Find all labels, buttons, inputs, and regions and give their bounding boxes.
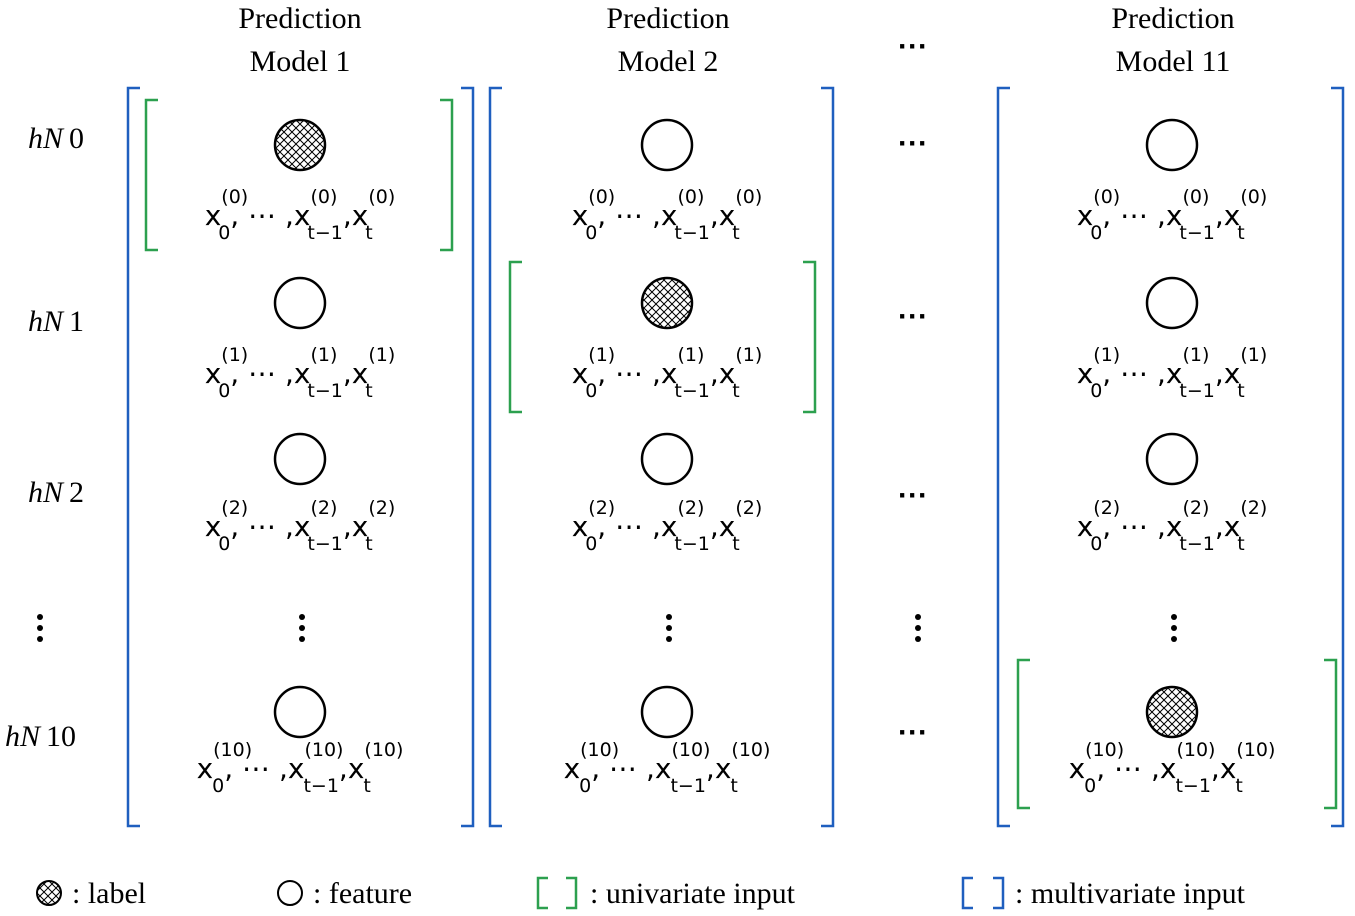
multivariate-bracket bbox=[996, 86, 1345, 828]
row-10: x(10)0, ⋯ ,x(10)t−1,x(10)t bbox=[564, 685, 771, 797]
legend: : label : feature : univariate input : m… bbox=[36, 876, 1246, 910]
feature-expression: x(2)0, ⋯ ,x(2)t−1,x(2)t bbox=[205, 497, 396, 555]
label-node-icon bbox=[1145, 685, 1199, 739]
model-11-title-line2: Model 11 bbox=[1116, 45, 1231, 78]
vertical-ellipsis bbox=[1171, 614, 1177, 642]
feature-expression: x(0)0, ⋯ ,x(0)t−1,x(0)t bbox=[572, 186, 763, 244]
multivariate-bracket bbox=[488, 86, 835, 828]
blue-bracket-icon bbox=[961, 876, 1005, 910]
feature-node-icon bbox=[640, 118, 694, 172]
feature-expression: x(0)0, ⋯ ,x(0)t−1,x(0)t bbox=[205, 186, 396, 244]
model-1-title-line1: Prediction bbox=[238, 2, 361, 35]
row-ellipsis-hn2: ··· bbox=[898, 479, 928, 512]
row-1: x(1)0, ⋯ ,x(1)t−1,x(1)t bbox=[205, 276, 396, 402]
model-columns: x(0)0, ⋯ ,x(0)t−1,x(0)t x(1)0, ⋯ ,x(1)t−1… bbox=[126, 86, 1345, 828]
model-column-2: x(0)0, ⋯ ,x(0)t−1,x(0)t x(1)0, ⋯ ,x(1)t−1… bbox=[488, 86, 835, 828]
legend-feature-item: : feature bbox=[277, 877, 412, 910]
legend-univariate-item: : univariate input bbox=[536, 876, 796, 910]
row-2: x(2)0, ⋯ ,x(2)t−1,x(2)t bbox=[205, 432, 396, 555]
feature-node-icon bbox=[1145, 276, 1199, 330]
feature-expression: x(1)0, ⋯ ,x(1)t−1,x(1)t bbox=[572, 344, 763, 402]
feature-expression: x(10)0, ⋯ ,x(10)t−1,x(10)t bbox=[1069, 739, 1276, 797]
hatched-circle-icon bbox=[36, 880, 62, 906]
legend-multivariate-item: : multivariate input bbox=[961, 876, 1246, 910]
row-0: x(0)0, ⋯ ,x(0)t−1,x(0)t bbox=[572, 118, 763, 244]
ellipsis-column: ··· ··· ··· ··· bbox=[898, 127, 928, 749]
label-node-icon bbox=[273, 118, 327, 172]
feature-expression: x(10)0, ⋯ ,x(10)t−1,x(10)t bbox=[197, 739, 404, 797]
model-column-1: x(0)0, ⋯ ,x(0)t−1,x(0)t x(1)0, ⋯ ,x(1)t−1… bbox=[126, 86, 475, 828]
row-10: x(10)0, ⋯ ,x(10)t−1,x(10)t bbox=[1069, 685, 1276, 797]
legend-feature-text: : feature bbox=[313, 877, 412, 910]
legend-label-text: : label bbox=[72, 877, 146, 910]
row-10: x(10)0, ⋯ ,x(10)t−1,x(10)t bbox=[197, 685, 404, 797]
feature-expression: x(2)0, ⋯ ,x(2)t−1,x(2)t bbox=[572, 497, 763, 555]
univariate-bracket bbox=[1016, 658, 1338, 810]
green-bracket-icon bbox=[536, 876, 578, 910]
row-1: x(1)0, ⋯ ,x(1)t−1,x(1)t bbox=[1077, 276, 1268, 402]
vertical-ellipsis bbox=[299, 614, 305, 642]
feature-node-icon bbox=[273, 276, 327, 330]
open-circle-icon bbox=[277, 880, 303, 906]
feature-expression: x(10)0, ⋯ ,x(10)t−1,x(10)t bbox=[564, 739, 771, 797]
column-titles: Prediction Model 1 Prediction Model 2 ··… bbox=[238, 2, 1234, 78]
model-1-title-line2: Model 1 bbox=[250, 45, 351, 78]
row-0: x(0)0, ⋯ ,x(0)t−1,x(0)t bbox=[1077, 118, 1268, 244]
feature-node-icon bbox=[1145, 432, 1199, 486]
feature-node-icon bbox=[640, 685, 694, 739]
row-0: x(0)0, ⋯ ,x(0)t−1,x(0)t bbox=[205, 118, 396, 244]
univariate-bracket bbox=[144, 98, 454, 252]
vertical-ellipsis-middle bbox=[915, 614, 921, 642]
row-label-vertical-ellipsis bbox=[37, 614, 43, 642]
feature-expression: x(1)0, ⋯ ,x(1)t−1,x(1)t bbox=[1077, 344, 1268, 402]
multivariate-bracket bbox=[126, 86, 475, 828]
feature-expression: x(2)0, ⋯ ,x(2)t−1,x(2)t bbox=[1077, 497, 1268, 555]
legend-multivariate-text: : multivariate input bbox=[1015, 877, 1246, 910]
row-ellipsis-hn0: ··· bbox=[898, 127, 928, 160]
feature-expression: x(0)0, ⋯ ,x(0)t−1,x(0)t bbox=[1077, 186, 1268, 244]
legend-label-item: : label bbox=[36, 877, 146, 910]
feature-node-icon bbox=[273, 432, 327, 486]
row-1: x(1)0, ⋯ ,x(1)t−1,x(1)t bbox=[572, 276, 763, 402]
row-2: x(2)0, ⋯ ,x(2)t−1,x(2)t bbox=[572, 432, 763, 555]
model-11-title-line1: Prediction bbox=[1111, 2, 1234, 35]
row-ellipsis-hn10: ··· bbox=[898, 716, 928, 749]
feature-node-icon bbox=[1145, 118, 1199, 172]
vertical-ellipsis bbox=[666, 614, 672, 642]
univariate-bracket bbox=[508, 260, 817, 414]
legend-univariate-text: : univariate input bbox=[590, 877, 796, 910]
feature-node-icon bbox=[640, 432, 694, 486]
row-2: x(2)0, ⋯ ,x(2)t−1,x(2)t bbox=[1077, 432, 1268, 555]
model-column-3: x(0)0, ⋯ ,x(0)t−1,x(0)t x(1)0, ⋯ ,x(1)t−1… bbox=[996, 86, 1345, 828]
model-2-title-line2: Model 2 bbox=[618, 45, 719, 78]
row-ellipsis-hn1: ··· bbox=[898, 300, 928, 333]
feature-expression: x(1)0, ⋯ ,x(1)t−1,x(1)t bbox=[205, 344, 396, 402]
model-2-title-line1: Prediction bbox=[606, 2, 729, 35]
feature-node-icon bbox=[273, 685, 327, 739]
label-node-icon bbox=[640, 276, 694, 330]
column-title-ellipsis: ··· bbox=[898, 30, 928, 63]
